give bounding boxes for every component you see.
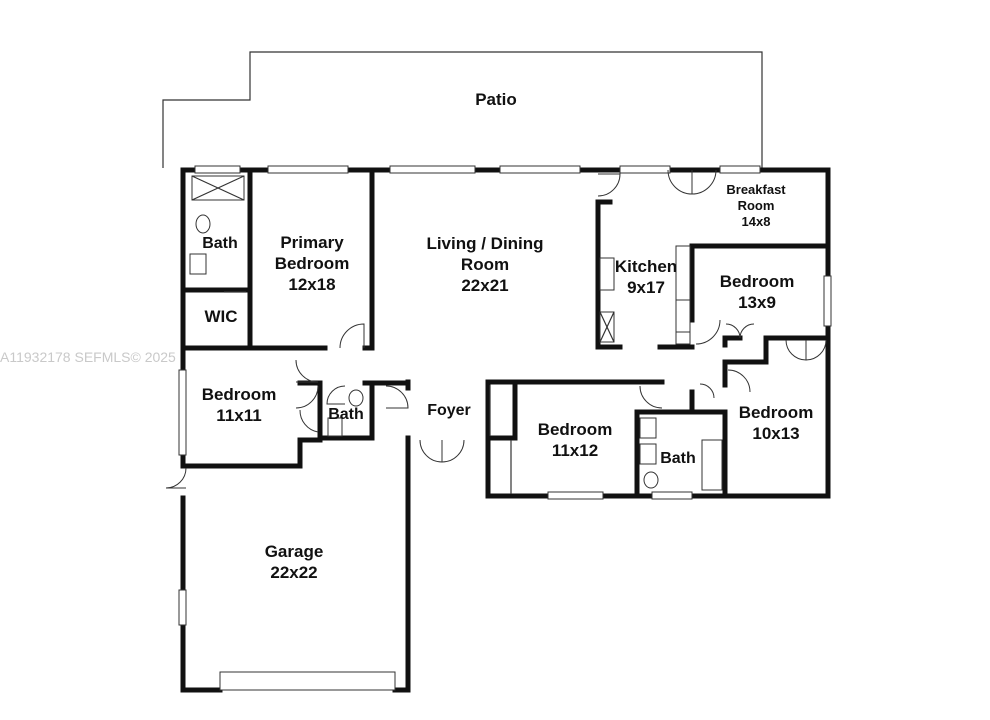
room-size: 22x21 [461,276,509,295]
room-label-bedroom-11x11: Bedroom 11x11 [202,384,277,426]
room-size: 11x12 [551,441,599,460]
room-name-line1: Living / Dining [426,234,544,253]
room-label-bedroom-10x13: Bedroom 10x13 [739,402,814,444]
room-name-line2: Room [737,198,775,213]
room-name: Bath [328,406,364,423]
room-name: Foyer [427,402,471,419]
room-label-bedroom-11x12: Bedroom 11x12 [538,419,613,461]
room-name: Patio [475,90,517,109]
room-name: Bedroom [537,420,613,439]
room-label-bedroom-13x9: Bedroom 13x9 [720,271,795,313]
room-size: 10x13 [752,424,800,443]
room-name: Bedroom [719,272,795,291]
room-name-line1: Primary [280,233,344,252]
room-label-bath-hall-right: Bath [660,449,696,468]
room-label-breakfast: Breakfast Room 14x8 [726,182,785,230]
room-name: Bath [202,235,238,252]
doors [165,169,827,489]
fixtures [189,175,723,494]
room-size: 11x11 [216,406,262,425]
room-name: Garage [264,542,324,561]
room-label-patio: Patio [475,90,517,109]
room-label-bath-hall-left: Bath [328,405,364,424]
watermark: A11932178 SEFMLS© 2025 [0,349,176,365]
room-name-line2: Room [460,255,510,274]
interior-walls [180,167,831,499]
room-name-line2: Bedroom [274,254,350,273]
room-name: Bedroom [738,403,814,422]
patio-outline [162,51,763,168]
room-name-line1: Breakfast [726,182,786,197]
room-name: Kitchen [614,257,678,276]
room-label-primary-bedroom: Primary Bedroom 12x18 [275,232,350,295]
room-size: 22x22 [270,563,318,582]
windows [178,165,832,691]
room-label-kitchen: Kitchen 9x17 [615,256,677,298]
room-size: 13x9 [738,293,776,312]
room-label-bath-primary: Bath [202,234,238,253]
room-label-garage: Garage 22x22 [265,541,324,583]
room-size: 9x17 [627,278,665,297]
exterior-walls [180,167,831,693]
room-size: 12x18 [288,275,336,294]
room-name: Bath [660,450,696,467]
room-label-wic: WIC [204,306,237,327]
room-name: Bedroom [201,385,277,404]
room-size: 14x8 [741,214,771,229]
room-label-foyer: Foyer [427,401,471,420]
room-name: WIC [204,307,238,326]
room-label-living-dining: Living / Dining Room 22x21 [426,233,543,296]
